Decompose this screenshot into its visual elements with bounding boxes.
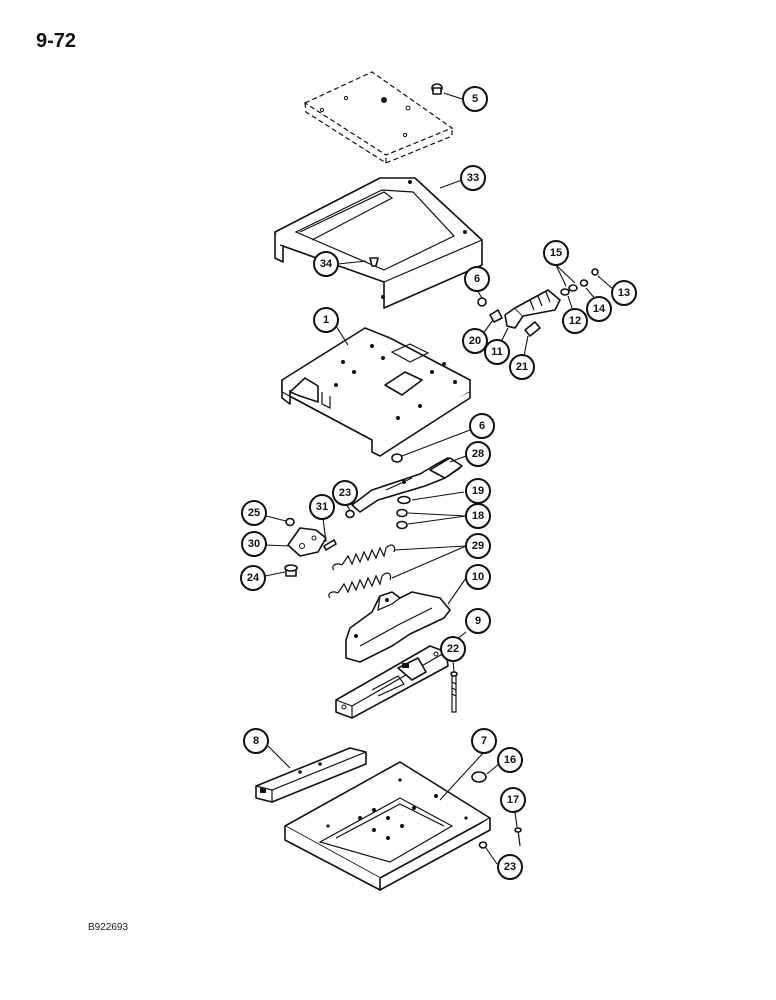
callout-23-upper: 23 [332, 480, 358, 506]
screw-part-17 [514, 827, 522, 847]
callout-1: 1 [313, 307, 339, 333]
callout-label: 31 [316, 501, 328, 513]
callout-20: 20 [462, 328, 488, 354]
callout-15: 15 [543, 240, 569, 266]
leader-lines [263, 92, 615, 865]
callout-label: 21 [516, 361, 528, 373]
callout-17: 17 [500, 787, 526, 813]
callout-label: 34 [320, 258, 333, 270]
callout-label: 16 [504, 754, 516, 766]
callout-label: 23 [339, 487, 351, 499]
callout-5: 5 [462, 86, 488, 112]
callout-29: 29 [465, 533, 491, 559]
callout-24: 24 [240, 565, 266, 591]
callout-label: 12 [569, 315, 581, 327]
callout-21: 21 [509, 354, 535, 380]
callout-label: 5 [472, 93, 478, 105]
callout-label: 11 [491, 346, 503, 358]
callout-23-lower: 23 [497, 854, 523, 880]
base-plate-part-7 [284, 761, 491, 891]
callout-33: 33 [460, 165, 486, 191]
callout-label: 10 [472, 571, 484, 583]
callout-label: 13 [618, 287, 630, 299]
nut-part-6-lower [391, 453, 403, 463]
callout-label: 25 [248, 507, 260, 519]
figure-code: B922693 [88, 922, 129, 933]
callout-28: 28 [465, 441, 491, 467]
callout-9: 9 [465, 608, 491, 634]
callout-7: 7 [471, 728, 497, 754]
callout-label: 6 [474, 273, 480, 285]
callout-label: 14 [593, 303, 606, 315]
callout-label: 28 [472, 448, 484, 460]
callout-label: 1 [323, 314, 329, 326]
page-number: 9-72 [36, 30, 77, 52]
bracket-part-30 [287, 527, 327, 557]
nut-part-23-upper [345, 509, 355, 519]
callout-label: 33 [467, 172, 479, 184]
screw-part-24 [284, 564, 298, 577]
callout-14: 14 [586, 296, 612, 322]
callout-6-lower: 6 [469, 413, 495, 439]
callout-label: 6 [479, 420, 485, 432]
callout-31: 31 [309, 494, 335, 520]
callout-label: 15 [550, 247, 562, 259]
callout-12: 12 [562, 308, 588, 334]
fixed-rail-part-8 [255, 747, 367, 803]
callout-label: 20 [469, 335, 481, 347]
callout-34: 34 [313, 251, 339, 277]
callout-13: 13 [611, 280, 637, 306]
callout-30: 30 [241, 531, 267, 557]
bushing-part-16 [471, 771, 487, 783]
callout-25: 25 [241, 500, 267, 526]
callout-16: 16 [497, 747, 523, 773]
mounting-plate-part-1 [281, 327, 471, 457]
callout-label: 17 [507, 794, 519, 806]
pin-part-31 [323, 539, 337, 551]
release-lever-part-28 [351, 457, 463, 513]
callout-label: 24 [247, 572, 260, 584]
callout-label: 22 [447, 643, 459, 655]
callout-6-upper: 6 [464, 266, 490, 292]
callout-label: 19 [472, 485, 484, 497]
callout-10: 10 [465, 564, 491, 590]
callout-label: 7 [481, 735, 487, 747]
seat-cushion-outline [303, 71, 454, 165]
callout-label: 9 [475, 615, 481, 627]
callout-label: 23 [504, 861, 516, 873]
callout-11: 11 [484, 339, 510, 365]
callout-18: 18 [465, 503, 491, 529]
callout-label: 29 [472, 540, 484, 552]
channel-frame-part-33 [274, 177, 483, 309]
handle-assembly [477, 268, 599, 337]
callout-label: 18 [472, 510, 484, 522]
nut-part-25 [285, 517, 295, 527]
bolt-part-22 [450, 671, 458, 713]
slide-rail-part-9 [335, 645, 449, 719]
springs-part-29 [328, 544, 396, 599]
callout-8: 8 [243, 728, 269, 754]
callout-label: 8 [253, 735, 259, 747]
bumper-part-34 [369, 257, 379, 267]
callout-19: 19 [465, 478, 491, 504]
callout-label: 30 [248, 538, 260, 550]
callout-22: 22 [440, 636, 466, 662]
washers-part-19-18 [396, 495, 411, 530]
knob-part-5 [431, 83, 443, 95]
nut-part-23-lower [478, 841, 488, 849]
rail-bracket-part-10 [345, 591, 451, 663]
